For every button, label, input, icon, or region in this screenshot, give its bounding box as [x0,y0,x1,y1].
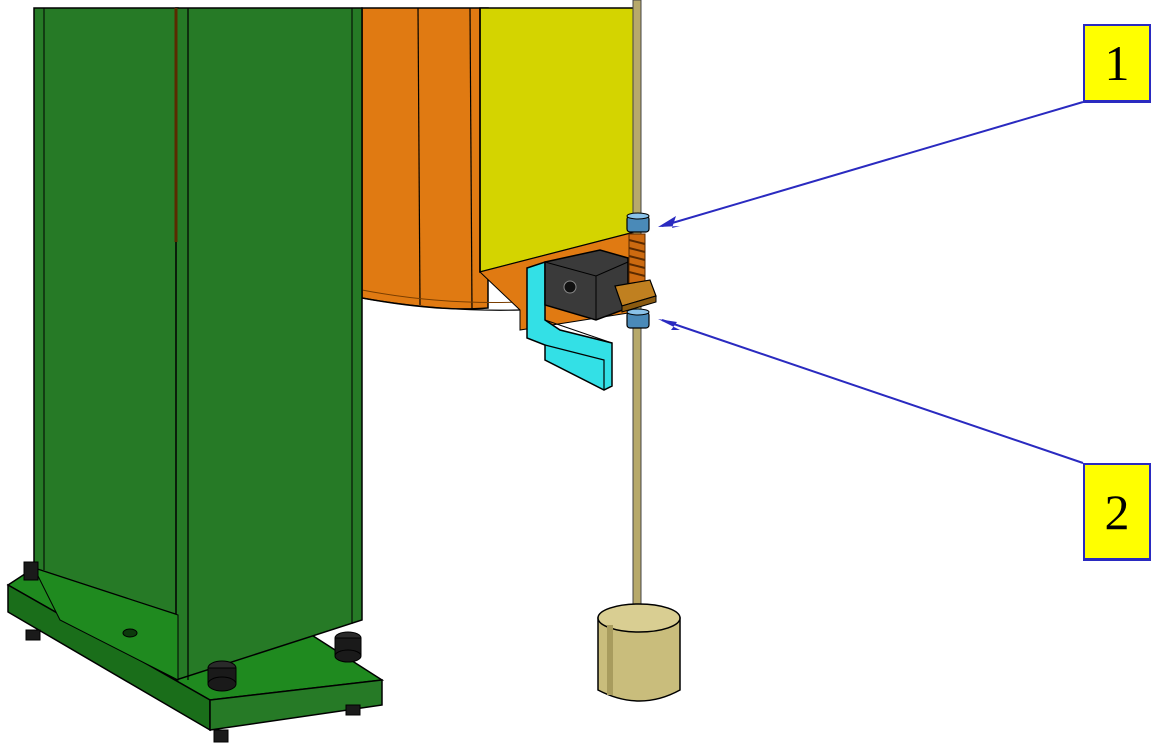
bolt-head-icon [23,561,39,581]
callout-label-2: 2 [1083,463,1151,560]
screw-head-icon [563,280,577,294]
spring [628,233,646,285]
base-hole-icon [122,628,138,638]
callout-arrow-1 [658,101,1084,228]
lower-collar [626,308,650,329]
foot-icon [213,729,229,743]
foot-icon [345,704,361,716]
bolt-head-icon [334,631,362,663]
callout-arrow-2 [658,319,1084,464]
orange-plate [361,7,521,311]
yellow-plate [479,7,636,273]
cylinder-weight [597,603,681,702]
bolt-head-icon [207,660,237,692]
green-frame [6,7,385,743]
brass-arm [614,279,657,313]
foot-icon [25,629,41,641]
callout-label-1: 1 [1083,24,1151,102]
upper-collar [626,212,650,233]
